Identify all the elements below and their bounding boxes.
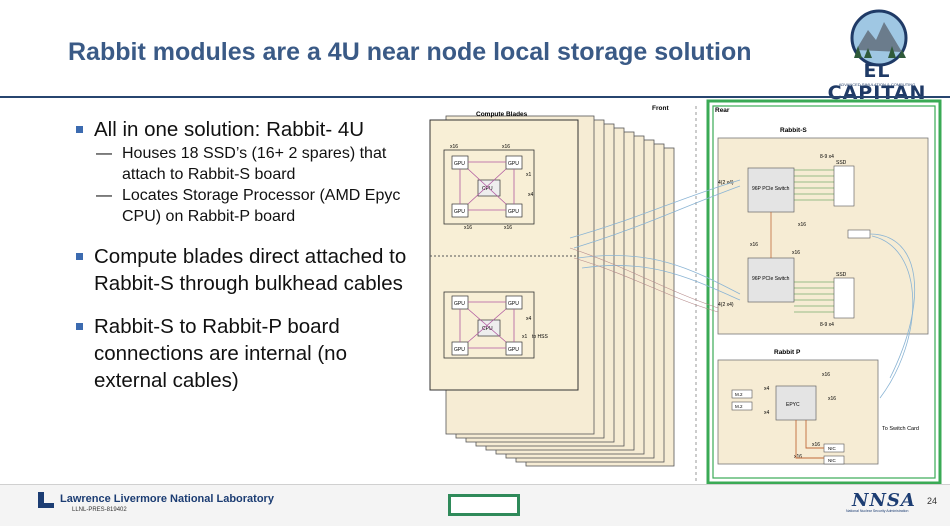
rabbit-p-label: Rabbit P	[774, 349, 801, 356]
front-label: Front	[652, 105, 669, 112]
svg-text:x4: x4	[526, 316, 532, 322]
rabbit-architecture-diagram: Compute Blades GPU GPU GPU GPU CPU x16 x…	[429, 99, 942, 485]
svg-text:x16: x16	[828, 396, 836, 402]
slide-title: Rabbit modules are a 4U near node local …	[68, 38, 752, 66]
svg-text:x16: x16	[504, 225, 512, 231]
rabbit-s-label: Rabbit-S	[780, 127, 807, 134]
svg-text:SSD: SSD	[836, 272, 847, 278]
svg-text:GPU: GPU	[454, 347, 465, 353]
svg-text:4(2 x4): 4(2 x4)	[718, 180, 734, 186]
pcie-switch-upper	[747, 167, 795, 213]
pcie-switch-lower	[747, 257, 795, 303]
compute-blades-label: Compute Blades	[476, 111, 528, 118]
logo-wordmark: EL CAPITAN	[827, 60, 927, 104]
m2-box	[731, 401, 753, 411]
svg-text:x16: x16	[464, 225, 472, 231]
bullet-1: All in one solution: Rabbit- 4U	[74, 116, 419, 143]
svg-text:GPU: GPU	[508, 347, 519, 353]
svg-text:EPYC: EPYC	[786, 402, 800, 408]
svg-text:x1: x1	[522, 334, 528, 340]
ssd-stack-lower	[833, 277, 855, 319]
rear-label: Rear	[715, 107, 730, 114]
bullet-square-icon	[76, 126, 83, 133]
svg-text:x16: x16	[812, 442, 820, 448]
svg-text:8-9 x4: 8-9 x4	[820, 322, 834, 328]
svg-text:x4: x4	[764, 410, 770, 416]
svg-text:SSD: SSD	[836, 160, 847, 166]
svg-text:GPU: GPU	[454, 301, 465, 307]
nnsa-logo: NNSA	[852, 490, 916, 511]
svg-text:x16: x16	[450, 144, 458, 150]
svg-text:to HSS: to HSS	[532, 334, 549, 340]
logo-subtitle: ADVANCED SIMULATION & COMPUTING	[838, 82, 916, 87]
llnl-logo-icon	[38, 492, 54, 508]
svg-text:NIC: NIC	[828, 446, 837, 451]
nnsa-subtitle: National Nuclear Security Administration	[846, 509, 909, 513]
svg-text:CPU: CPU	[482, 186, 493, 192]
svg-text:GPU: GPU	[508, 209, 519, 215]
svg-text:M.2: M.2	[735, 392, 743, 397]
svg-text:CPU: CPU	[482, 326, 493, 332]
title-rule	[0, 96, 950, 98]
svg-text:96P PCIe Switch: 96P PCIe Switch	[752, 276, 790, 282]
svg-text:x16: x16	[822, 372, 830, 378]
svg-text:x16: x16	[794, 454, 802, 460]
to-switch-card-label: To Switch Card	[882, 426, 919, 432]
rear-panel	[706, 99, 942, 485]
bullet-2: Compute blades direct attached to Rabbit…	[74, 243, 419, 297]
svg-text:x4: x4	[528, 192, 534, 198]
bullet-list: All in one solution: Rabbit- 4U —Houses …	[74, 116, 419, 394]
node-lower: GPU GPU GPU GPU CPU x4 x1 to HSS	[443, 291, 549, 359]
epyc-box	[775, 385, 817, 421]
svg-text:GPU: GPU	[508, 301, 519, 307]
nic-box	[823, 455, 845, 465]
page-number: 24	[927, 496, 938, 506]
rabbit-s-connector	[847, 229, 871, 239]
svg-text:x4: x4	[764, 386, 770, 392]
hpe-logo-icon	[448, 494, 520, 516]
svg-text:x16: x16	[502, 144, 510, 150]
svg-text:8-9 x4: 8-9 x4	[820, 154, 834, 160]
svg-text:x16: x16	[798, 222, 806, 228]
svg-text:96P PCIe Switch: 96P PCIe Switch	[752, 186, 790, 192]
svg-text:x16: x16	[792, 250, 800, 256]
svg-text:M.2: M.2	[735, 404, 743, 409]
bullet-3: Rabbit-S to Rabbit-P board connections a…	[74, 313, 419, 394]
svg-text:NIC: NIC	[828, 458, 837, 463]
svg-text:x1: x1	[526, 172, 532, 178]
svg-text:x16: x16	[750, 242, 758, 248]
lab-name: Lawrence Livermore National Laboratory	[60, 493, 274, 505]
rabbit-s-board	[717, 137, 929, 335]
svg-text:GPU: GPU	[454, 161, 465, 167]
svg-text:GPU: GPU	[454, 209, 465, 215]
m2-box	[731, 389, 753, 399]
bullet-square-icon	[76, 253, 83, 260]
sub-bullet-2: —Locates Storage Processor (AMD Epyc CPU…	[96, 187, 401, 225]
bullet-square-icon	[76, 323, 83, 330]
pres-code: LLNL-PRES-819402	[72, 507, 127, 513]
svg-text:4(2 x4): 4(2 x4)	[718, 302, 734, 308]
sub-bullet-1: —Houses 18 SSD’s (16+ 2 spares) that att…	[96, 145, 387, 183]
node-upper: GPU GPU GPU GPU CPU x16 x16 x16 x16 x1 x…	[443, 144, 535, 231]
ssd-stack-upper	[833, 165, 855, 207]
svg-text:GPU: GPU	[508, 161, 519, 167]
el-capitan-logo-icon	[850, 9, 908, 67]
